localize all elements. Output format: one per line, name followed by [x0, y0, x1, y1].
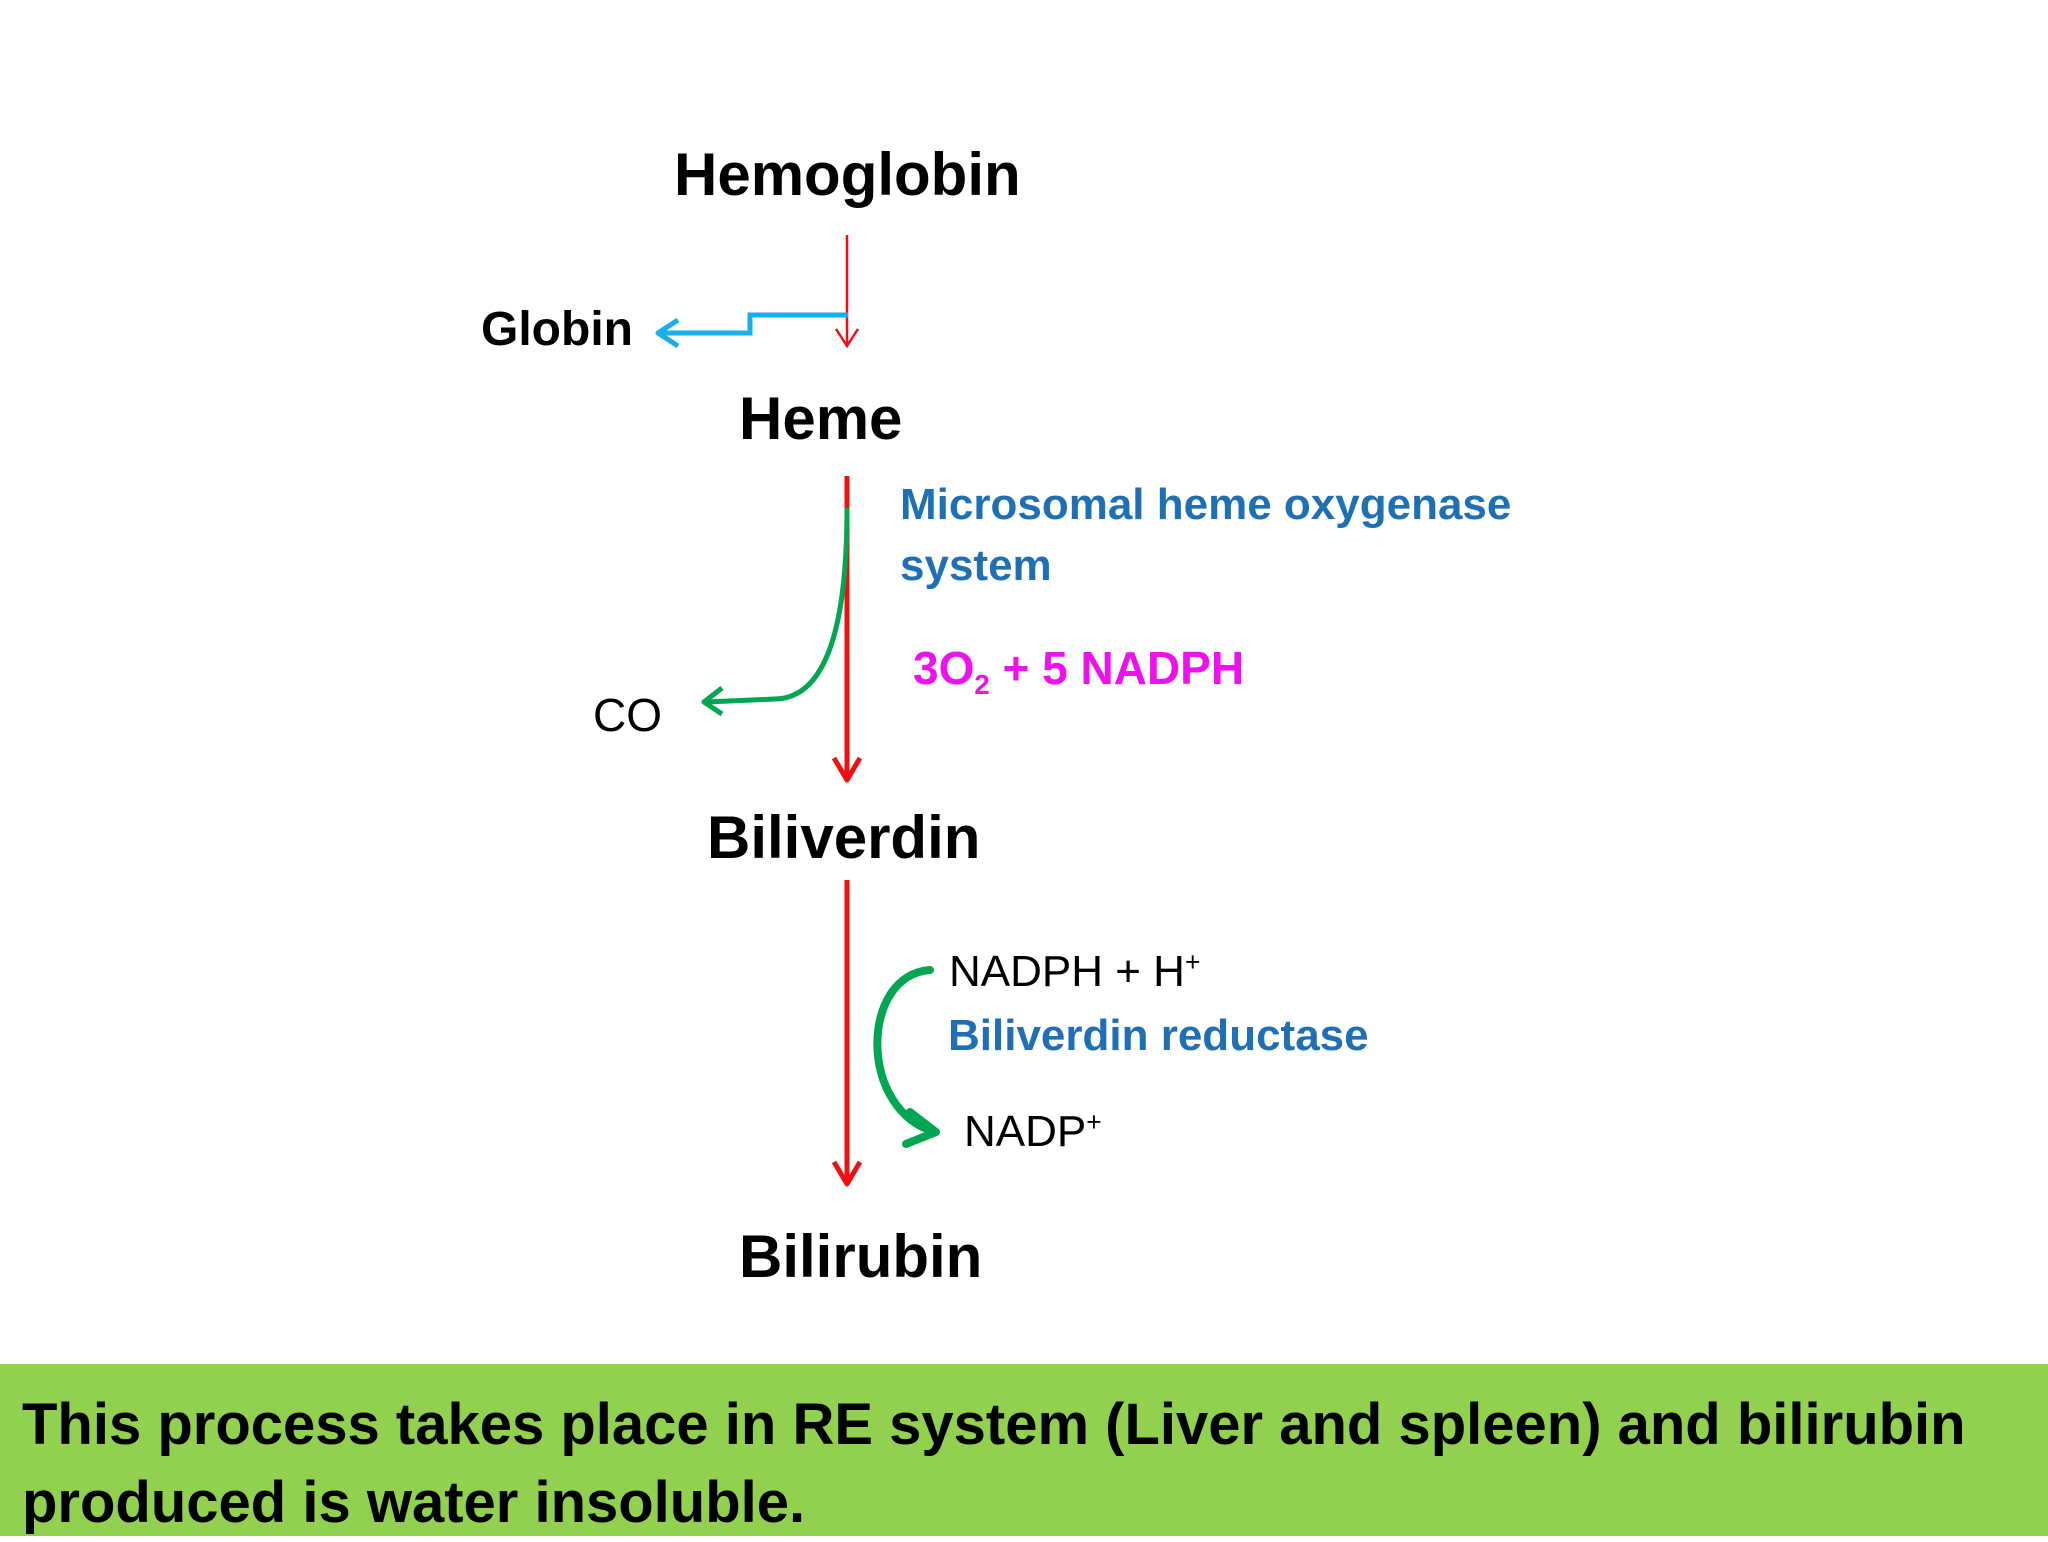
oxygen-subscript: 2	[974, 668, 990, 700]
nadp-base: NADP	[964, 1107, 1087, 1156]
oxygen-nadph-label: 3O2 + 5 NADPH	[913, 642, 1245, 698]
nadp-label: NADP+	[964, 1107, 1102, 1156]
nadph-amount: + 5 NADPH	[1002, 642, 1245, 694]
globin-release-arrow	[655, 312, 848, 349]
footer-banner: This process takes place in RE system (L…	[0, 1364, 2048, 1536]
nadph-h-superscript: +	[1184, 947, 1201, 978]
oxygen-coefficient: 3O	[913, 642, 975, 694]
pathway-arrows	[655, 235, 940, 1187]
hemoglobin-label: Hemoglobin	[674, 141, 1021, 208]
nadph-to-nadp-arrow	[873, 966, 940, 1148]
heme-label: Heme	[739, 385, 903, 452]
biliverdin-label: Biliverdin	[707, 804, 981, 871]
biliverdin-reductase-label: Biliverdin reductase	[948, 1011, 1369, 1060]
bilirubin-label: Bilirubin	[739, 1223, 983, 1290]
heme-oxygenase-label-line1: Microsomal heme oxygenase	[900, 480, 1512, 529]
globin-label: Globin	[481, 303, 633, 356]
hemoglobin-to-heme-arrow	[834, 235, 860, 349]
co-release-arrow	[701, 507, 850, 717]
heme-oxygenase-label-line2: system	[900, 541, 1052, 590]
nadph-h-label: NADPH + H+	[949, 947, 1201, 996]
footer-text: This process takes place in RE system (L…	[22, 1392, 1966, 1535]
nadph-h-base: NADPH + H	[949, 947, 1185, 996]
biliverdin-to-bilirubin-arrow	[831, 880, 863, 1187]
co-label: CO	[593, 689, 662, 741]
nadp-superscript: +	[1086, 1107, 1102, 1138]
